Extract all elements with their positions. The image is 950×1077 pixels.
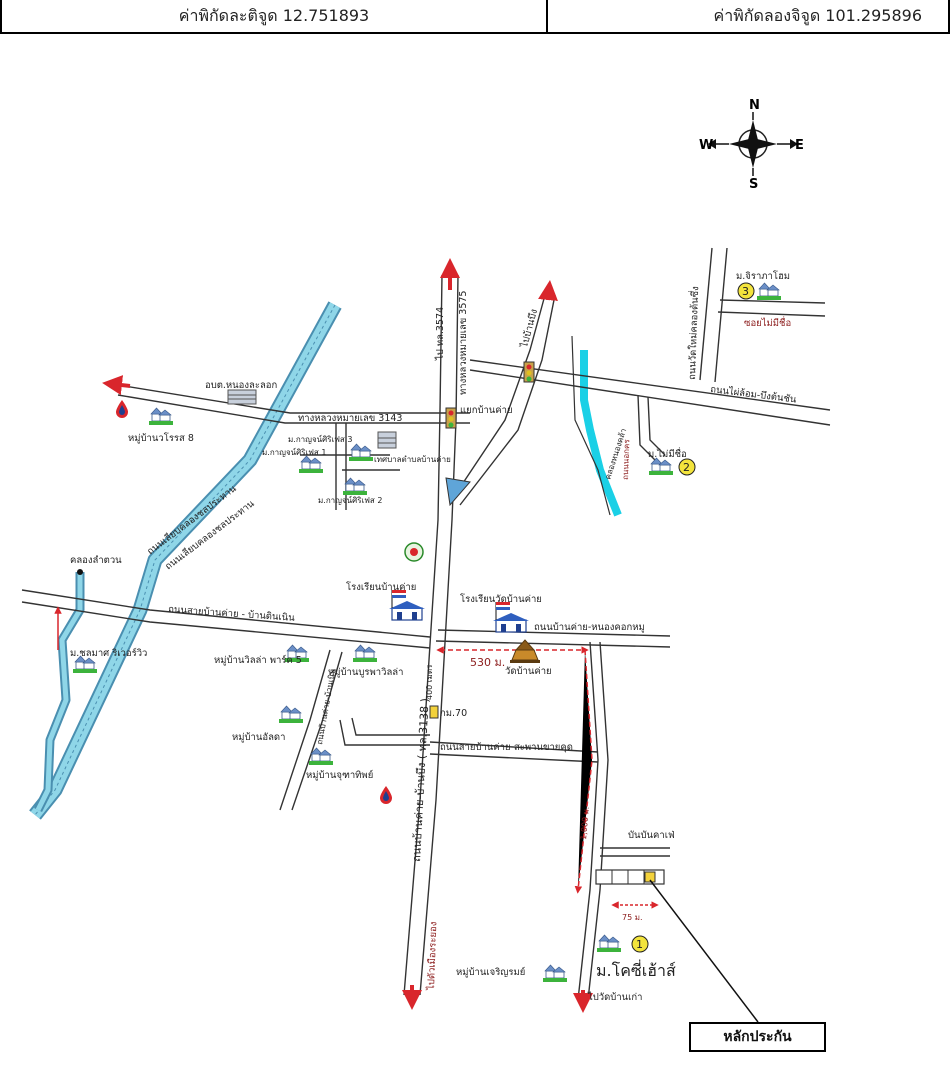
municipality-building-icon: [377, 431, 397, 449]
road-wat-mai-label: ถนนวัดใหม่คลองต้นซึ่ง: [685, 286, 701, 380]
place-ban-nan-cafe-label: บันบันคาเฟ่: [628, 830, 675, 841]
road-phai-lom-label: ถนนไผ่ล้อม-บึงต้นชัน: [710, 383, 798, 406]
longitude-cell: ค่าพิกัดลองจิจูด 101.295896: [546, 0, 950, 34]
place-chonlamart-label: ม.ชลมาศ ริเวอร์วิว: [70, 647, 147, 659]
compass-s: S: [749, 177, 758, 192]
distance-1000: 1,000 ม.: [579, 806, 591, 840]
marker-2: 2: [678, 458, 696, 476]
junction-ban-khai-label: แยกบ้านค่าย: [460, 405, 513, 416]
place-khlong-lam-tuan-label: คลองลำตวน: [70, 555, 122, 566]
distance-75: 75 ม.: [622, 913, 643, 922]
place-kanyaphon3-label: ม.กาญจน์ศิริเฟส 3: [288, 434, 352, 444]
collateral-pointer: [649, 879, 759, 1023]
svg-text:3: 3: [742, 285, 749, 298]
place-kanyaphon2-label: ม.กาญจน์ศิริเฟส 2: [318, 495, 382, 505]
khlong-lam-tuan-canal: [33, 569, 85, 813]
place-school-ban-khai-label: โรงเรียนบ้านค่าย: [346, 581, 416, 593]
place-rose8-label: หมู่บ้านวโรรส 8: [128, 432, 194, 444]
charoen-rom-icon: [542, 964, 568, 983]
irrigation-canal: [29, 301, 342, 820]
gas-station-icon: [116, 400, 128, 418]
svg-text:2: 2: [683, 461, 690, 474]
distance-530: 530 ม.: [470, 656, 505, 669]
compass-w: W: [699, 138, 713, 153]
road-to-ban-bueng-label: ไปบ้านบึง: [518, 308, 540, 350]
compass-n: N: [749, 98, 760, 113]
direction-arrows: [54, 258, 593, 1013]
burapha-villa-icon: [352, 644, 378, 663]
school-ban-khai-icon: [388, 589, 426, 621]
road-rat-label: ถนนนอกคร: [621, 439, 631, 481]
marker-3: 3: [737, 282, 755, 300]
place-no-name-label: ม.ไม่มีชื่อ: [648, 447, 687, 460]
road-soi-no-name-label: ซอยไม่มีชื่อ: [744, 316, 791, 329]
nong-khla-canal: [571, 335, 622, 517]
place-kozy-house-label: ม.โคซี่เฮ้าส์: [596, 959, 676, 980]
road-hwy3574-label: ไป ทล.3574: [434, 307, 446, 361]
no-name-village-icon: [648, 457, 674, 476]
place-villa-park5-label: หมู่บ้านวิลล่า พาร์ค 5: [214, 654, 302, 666]
gas-station-icon-2: [380, 786, 392, 804]
road-network: [21, 247, 831, 1001]
distance-400: 400 เมตร: [425, 664, 434, 700]
road-ban-khai-noen-label: ถนนบ้านค่าย-บ้านเนิน: [315, 667, 337, 745]
kozy-house-icon: [596, 934, 622, 953]
atcha-village-icon: [278, 705, 304, 724]
collateral-legend-box: หลักประกัน: [689, 1022, 826, 1052]
place-atcha-label: หมู่บ้านอัลดา: [232, 732, 285, 743]
place-obt-label: อบต.หนองละลอก: [205, 380, 277, 391]
traffic-light-icon-2: [523, 361, 535, 383]
temple-icon: [510, 639, 540, 663]
road-to-rayong-label: ไปตัวเมืองระยอง: [425, 921, 439, 991]
place-burapha-label: หมู่บ้านบูรพาวิลล่า: [328, 667, 403, 678]
traffic-light-icon: [445, 407, 457, 429]
kanyaphon1-icon: [298, 455, 324, 474]
school-wat-ban-khai-icon: [492, 601, 530, 633]
village-rose8-icon: [148, 407, 174, 426]
emblem-icon: [404, 542, 424, 562]
place-kanyaphon1-label: ม.กาญจน์ศิริเฟส 1: [262, 447, 326, 457]
svg-text:1: 1: [636, 938, 643, 951]
place-wat-ban-khai-label: วัดบ้านค่าย: [505, 666, 552, 677]
kanyaphon3-icon: [348, 443, 374, 462]
obt-building-icon: [227, 389, 257, 405]
distance-indicators: 530 ม. 400 เมตร 1,000 ม. 75 ม.: [425, 646, 659, 922]
road-nong-khok-mu-label: ถนนบ้านค่าย-หนองคอกหมู: [534, 622, 645, 633]
place-jutha-thip-label: หมู่บ้านจุฑาทิพย์: [306, 769, 373, 781]
compass-rose-icon: N S E W: [699, 98, 804, 192]
latitude-cell: ค่าพิกัดละติจูด 12.751893: [0, 0, 548, 34]
road-3138-label: ถนนบ้านค่าย-บ้านบึง ( ทล.3138 ): [410, 698, 432, 862]
place-school-wat-label: โรงเรียนวัดบ้านค่าย: [460, 593, 542, 605]
km-post-icon: [429, 705, 439, 719]
jirapha-village-icon: [756, 282, 782, 301]
road-saphan-label: ถนนสายบ้านค่าย-สะพานขายคุด: [440, 742, 573, 753]
coordinate-header: ค่าพิกัดละติจูด 12.751893 ค่าพิกัดลองจิจ…: [0, 0, 950, 36]
place-municipality-label: เทศบาลตำบลบ้านค่าย: [374, 455, 451, 464]
compass-e: E: [795, 138, 804, 153]
road-to-wat-ban-kao-label: ไปวัดบ้านเก่า: [587, 991, 643, 1003]
road-hwy3575-label: ทางหลวงหมายเลข 3575: [458, 291, 469, 395]
place-jirapha-label: ม.จิราภาโฮม: [736, 270, 790, 282]
place-charoen-rom-label: หมู่บ้านเจริญรมย์: [456, 966, 525, 978]
marker-1: 1: [631, 935, 649, 953]
road-hwy3143-label: ทางหลวงหมายเลข 3143: [298, 413, 402, 424]
place-km70-label: กม.70: [440, 708, 467, 719]
road-sai-ban-khai-label: ถนนสายบ้านค่าย - บ้านดินเนิน: [168, 604, 296, 624]
